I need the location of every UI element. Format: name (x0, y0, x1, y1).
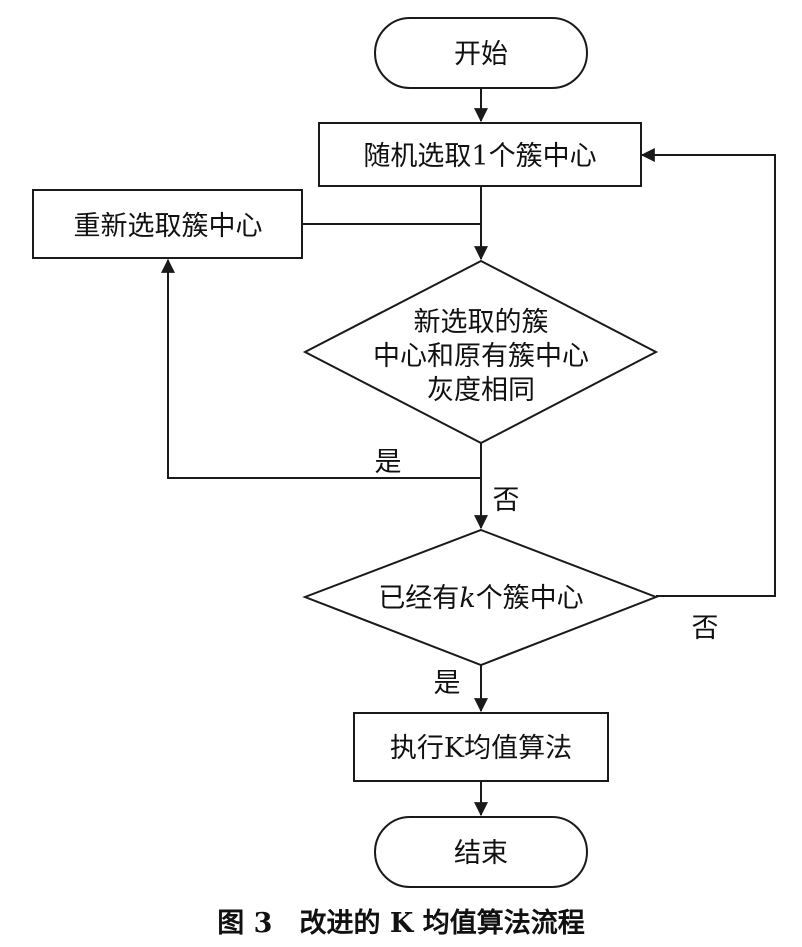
process-execute-kmeans-label: 执行K均值算法 (390, 733, 572, 764)
start-label: 开始 (454, 39, 508, 70)
no-label-k-clusters: 否 (692, 613, 719, 644)
end-label: 结束 (454, 838, 508, 869)
process-random-pick (318, 122, 642, 187)
decision-same-gray-line-2: 中心和原有簇中心 (373, 341, 589, 372)
decision-k-suffix: 个簇中心 (476, 583, 584, 614)
decision-k-prefix: 已经有 (378, 583, 459, 614)
yes-label-k-clusters: 是 (434, 668, 461, 699)
process-reselect-label: 重新选取簇中心 (74, 211, 263, 242)
process-execute-kmeans (353, 712, 609, 782)
no-label-same-gray: 否 (493, 485, 520, 516)
yes-label-same-gray: 是 (375, 447, 402, 478)
decision-k-var: k (459, 583, 475, 614)
decision-same-gray-line-3: 灰度相同 (427, 375, 535, 406)
end-terminator (374, 816, 588, 888)
decision-same-gray-line-1: 新选取的簇 (414, 307, 549, 338)
figure-caption: 图 3 改进的 K 均值算法流程 (217, 907, 584, 939)
process-random-pick-label: 随机选取1个簇中心 (363, 141, 596, 172)
decision-same-gray (302, 259, 659, 445)
arrow-no-loop-to-pick (640, 148, 776, 597)
arrow-yes-loop-to-reselect (161, 258, 481, 479)
decision-k-clusters (302, 528, 659, 667)
start-terminator (374, 17, 588, 89)
process-reselect (32, 189, 303, 259)
connectors (161, 88, 776, 817)
decision-k-clusters-label: 已经有k个簇中心 (378, 583, 583, 614)
